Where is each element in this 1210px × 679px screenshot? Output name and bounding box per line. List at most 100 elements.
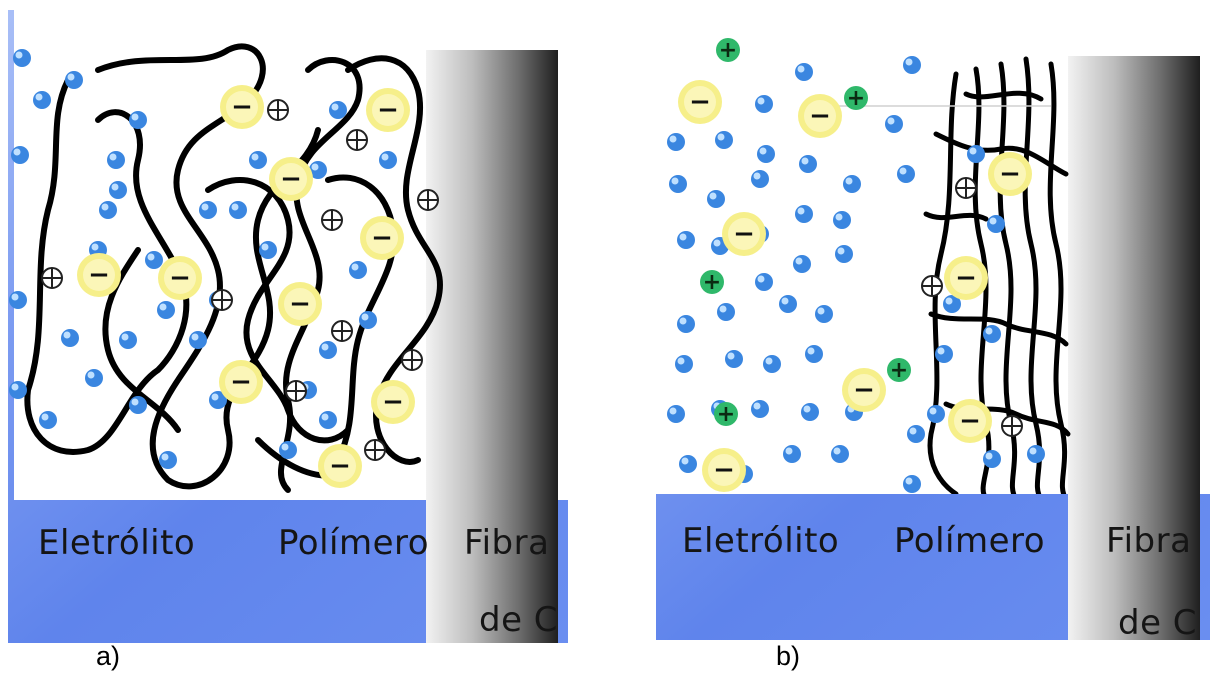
- solvent-molecule: [755, 95, 773, 113]
- solvent-molecule: [39, 411, 57, 429]
- solvent-molecule: [229, 201, 247, 219]
- caption-a: a): [96, 641, 121, 671]
- solvent-highlight: [131, 113, 139, 121]
- cation-body: [700, 270, 724, 294]
- solvent-molecule: [677, 315, 695, 333]
- solvent-highlight: [713, 239, 721, 247]
- solvent-highlight: [719, 305, 727, 313]
- solvent-molecule: [109, 181, 127, 199]
- solvent-molecule: [763, 355, 781, 373]
- solvent-highlight: [109, 153, 117, 161]
- cation-symbol: +: [719, 38, 737, 63]
- solvent-molecule: [935, 345, 953, 363]
- solvent-highlight: [797, 207, 805, 215]
- solvent-molecule: [9, 381, 27, 399]
- anion: −: [842, 368, 886, 412]
- solvent-molecule: [319, 341, 337, 359]
- solvent-highlight: [679, 317, 687, 325]
- solvent-molecule: [897, 165, 915, 183]
- solvent-highlight: [757, 97, 765, 105]
- solvent-highlight: [261, 243, 269, 251]
- cation: +: [887, 358, 911, 383]
- solvent-highlight: [905, 58, 913, 66]
- anion: −: [158, 256, 202, 300]
- solvent-molecule: [783, 445, 801, 463]
- fixed-cation: [211, 289, 233, 311]
- solvent-highlight: [361, 313, 369, 321]
- solvent-molecule: [801, 403, 819, 421]
- solvent-highlight: [845, 177, 853, 185]
- solvent-molecule: [725, 350, 743, 368]
- polymer-chain: [997, 61, 1018, 494]
- label-polymer: Polímero: [894, 521, 1046, 561]
- solvent-molecule: [349, 261, 367, 279]
- anion: −: [948, 399, 992, 443]
- label-electrolyte: Eletrólito: [682, 521, 840, 561]
- solvent-highlight: [803, 405, 811, 413]
- anion: −: [371, 380, 415, 424]
- cation-symbol: +: [847, 86, 865, 111]
- solvent-highlight: [331, 103, 339, 111]
- solvent-highlight: [191, 333, 199, 341]
- solvent-highlight: [63, 331, 71, 339]
- anion: −: [988, 152, 1032, 196]
- solvent-molecule: [831, 445, 849, 463]
- anion-core: [684, 86, 716, 118]
- anion-symbol: −: [169, 263, 191, 293]
- anion: −: [220, 85, 264, 129]
- polymer-chain: [95, 43, 321, 490]
- fixed-cation: [401, 349, 423, 371]
- cation-body: [887, 358, 911, 382]
- solvent-highlight: [833, 447, 841, 455]
- polymer-chain: [928, 311, 1069, 347]
- anion-core: [708, 454, 740, 486]
- anion-core: [994, 158, 1026, 190]
- solvent-molecule: [13, 49, 31, 67]
- solvent-molecule: [987, 215, 1005, 233]
- solvent-molecules-a: [9, 49, 397, 469]
- solvent-highlight: [111, 183, 119, 191]
- anion-core: [225, 366, 257, 398]
- fixed-cation: [267, 99, 289, 121]
- solvent-molecule: [751, 400, 769, 418]
- solvent-highlight: [211, 393, 219, 401]
- solvent-highlight: [681, 457, 689, 465]
- solvent-highlight: [727, 352, 735, 360]
- label-fiber: Fibra: [1106, 521, 1192, 561]
- solvent-highlight: [807, 347, 815, 355]
- solvent-molecule: [983, 450, 1001, 468]
- solvent-molecule: [903, 56, 921, 74]
- anion-core: [377, 386, 409, 418]
- anion-symbol: −: [713, 455, 735, 485]
- solvent-molecule: [667, 405, 685, 423]
- solvent-molecule: [1027, 445, 1045, 463]
- solvent-highlight: [679, 233, 687, 241]
- label-fiber: Fibra: [464, 523, 550, 563]
- solvent-highlight: [887, 117, 895, 125]
- solvent-molecule: [9, 291, 27, 309]
- solvent-molecule: [61, 329, 79, 347]
- solvent-highlight: [311, 163, 319, 171]
- solvent-molecule: [279, 441, 297, 459]
- label-fiber-carbon: de C: [1118, 603, 1198, 640]
- solvent-molecule: [11, 146, 29, 164]
- solvent-highlight: [785, 447, 793, 455]
- solvent-highlight: [321, 413, 329, 421]
- anion-core: [164, 262, 196, 294]
- fixed-cation: [41, 267, 63, 289]
- solvent-highlight: [41, 413, 49, 421]
- label-polymer: Polímero: [278, 523, 430, 563]
- anion-core: [324, 450, 356, 482]
- polymer-chain: [24, 77, 190, 455]
- anion: −: [798, 94, 842, 138]
- solvent-highlight: [281, 443, 289, 451]
- anion: −: [219, 360, 263, 404]
- anion-symbol: −: [377, 95, 399, 125]
- solvent-highlight: [67, 73, 75, 81]
- anion: −: [77, 253, 121, 297]
- solvent-molecule: [983, 325, 1001, 343]
- solvent-molecule: [967, 145, 985, 163]
- anion-core: [226, 91, 258, 123]
- solvent-molecule: [129, 111, 147, 129]
- solvent-molecule: [119, 331, 137, 349]
